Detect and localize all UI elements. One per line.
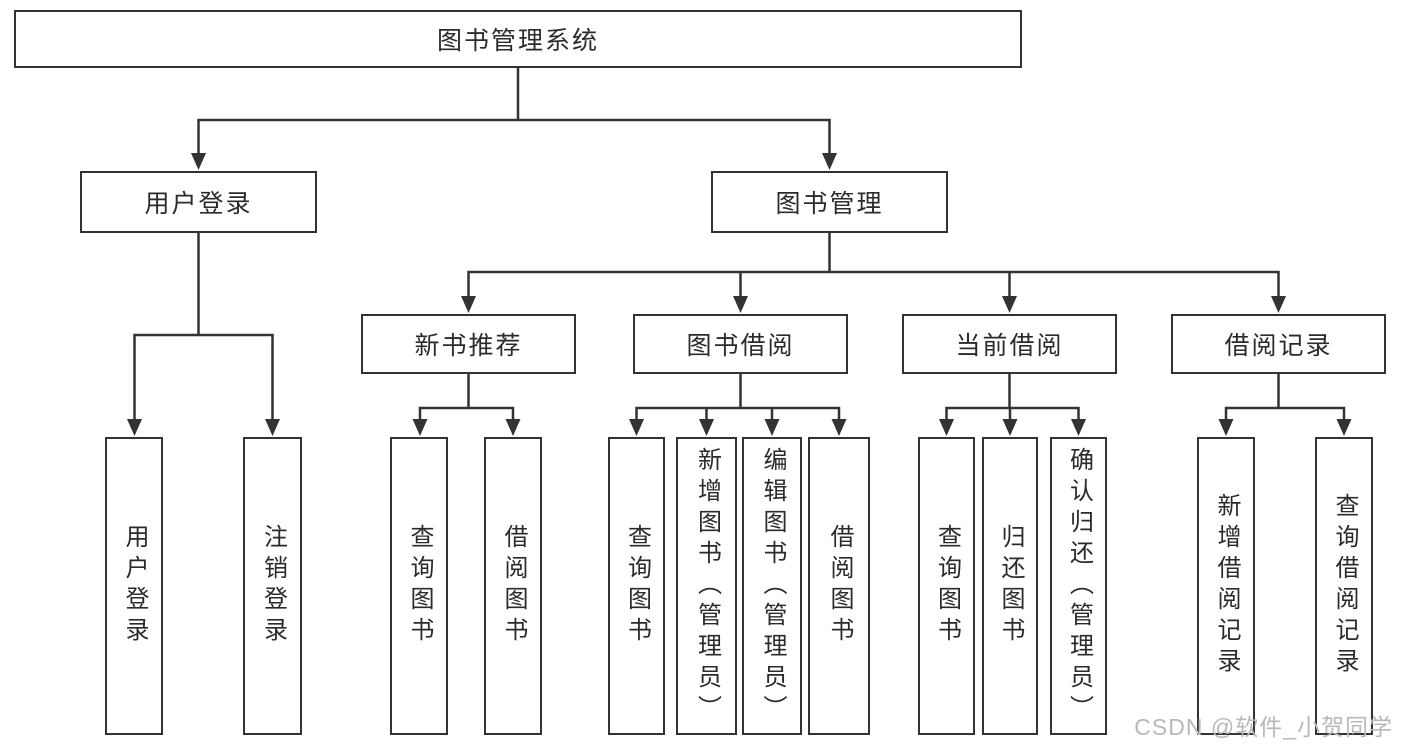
- leaf-query-books-recommend: 查询图书: [390, 437, 448, 735]
- connector-root-to-level2: [191, 68, 837, 170]
- leaf-confirm-return-admin: 确认归还（管理员）: [1050, 437, 1107, 735]
- leaf-logout: 注销登录: [243, 437, 302, 735]
- leaf-edit-book-admin: 编辑图书（管理员）: [742, 437, 802, 735]
- node-user-login: 用户登录: [80, 171, 317, 233]
- node-borrow-records: 借阅记录: [1171, 314, 1386, 374]
- leaf-return-books: 归还图书: [982, 437, 1038, 735]
- node-current-borrow: 当前借阅: [902, 314, 1117, 374]
- node-book-management: 图书管理: [711, 171, 948, 233]
- connector-book-borrow-children: [629, 374, 847, 436]
- leaf-add-book-admin: 新增图书（管理员）: [676, 437, 737, 735]
- leaf-user-login: 用户登录: [105, 437, 163, 735]
- leaf-borrow-books: 借阅图书: [808, 437, 870, 735]
- connector-current-borrow-children: [939, 374, 1086, 436]
- node-library-system: 图书管理系统: [14, 10, 1022, 68]
- watermark: CSDN @软件_小贺同学: [1134, 714, 1393, 740]
- leaf-borrow-books-recommend: 借阅图书: [484, 437, 542, 735]
- leaf-query-books-current: 查询图书: [918, 437, 975, 735]
- leaf-query-borrow-record: 查询借阅记录: [1315, 437, 1373, 735]
- connector-borrow-records-children: [1218, 374, 1352, 436]
- node-book-borrow: 图书借阅: [633, 314, 848, 374]
- leaf-query-books-borrow: 查询图书: [608, 437, 665, 735]
- connector-book-management-children: [461, 233, 1286, 313]
- leaf-add-borrow-record: 新增借阅记录: [1197, 437, 1255, 735]
- node-new-book-recommend: 新书推荐: [361, 314, 576, 374]
- connector-user-login-children: [127, 233, 280, 436]
- connector-new-book-recommend-children: [412, 374, 521, 436]
